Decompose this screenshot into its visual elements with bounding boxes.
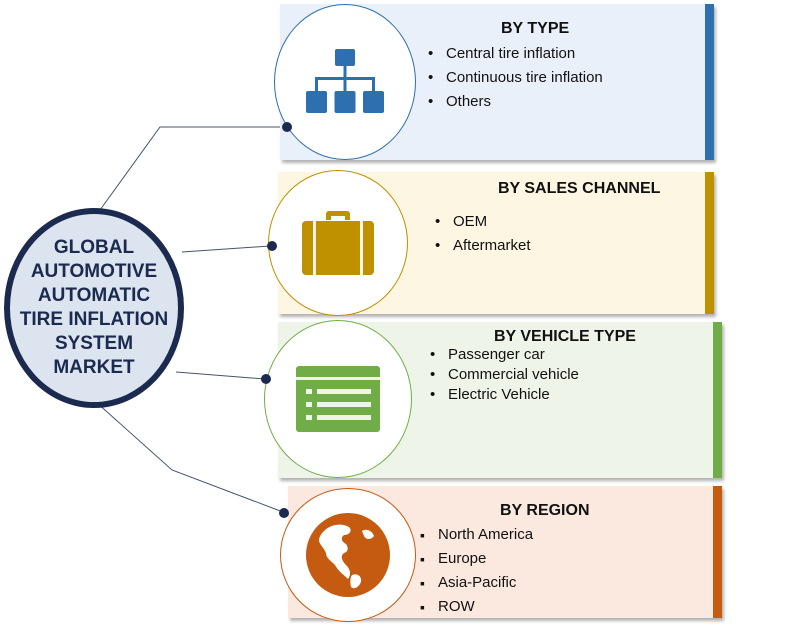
segment-title: BY REGION	[500, 502, 590, 519]
card-accent	[705, 4, 714, 160]
icon-circle-region	[280, 488, 416, 622]
segment-list: OEM Aftermarket	[433, 210, 531, 258]
connector-region	[95, 401, 284, 513]
globe-icon	[306, 513, 390, 597]
connector-type	[99, 126, 287, 211]
segment-list: Central tire inflation Continuous tire i…	[426, 42, 603, 114]
hierarchy-icon	[306, 49, 384, 113]
list-item: Passenger car	[428, 345, 579, 365]
card-accent	[705, 172, 714, 314]
segment-list: North America Europe Asia-Pacific ROW	[418, 523, 533, 619]
list-item: Commercial vehicle	[428, 365, 579, 385]
segment-title: BY SALES CHANNEL	[498, 180, 661, 197]
connector-dot	[261, 374, 271, 384]
card-accent	[713, 322, 722, 478]
segment-title: BY VEHICLE TYPE	[494, 328, 636, 345]
list-item: North America	[418, 523, 533, 547]
connector-dot	[267, 241, 277, 251]
icon-circle-type	[274, 4, 416, 160]
list-item: Asia-Pacific	[418, 571, 533, 595]
list-item: ROW	[418, 595, 533, 619]
connector-dot	[282, 122, 292, 132]
briefcase-icon	[302, 211, 374, 275]
list-window-icon	[296, 366, 380, 432]
list-item: Aftermarket	[433, 234, 531, 258]
list-item: Central tire inflation	[426, 42, 603, 66]
central-hub: GLOBAL AUTOMOTIVE AUTOMATIC TIRE INFLATI…	[4, 208, 184, 408]
list-item: OEM	[433, 210, 531, 234]
card-accent	[713, 486, 722, 618]
list-item: Others	[426, 90, 603, 114]
list-item: Europe	[418, 547, 533, 571]
hub-title: GLOBAL AUTOMOTIVE AUTOMATIC TIRE INFLATI…	[19, 237, 169, 378]
connector-sales	[181, 245, 271, 253]
icon-circle-sales-channel	[268, 170, 408, 316]
list-item: Continuous tire inflation	[426, 66, 603, 90]
segment-list: Passenger car Commercial vehicle Electri…	[428, 345, 579, 405]
segment-title: BY TYPE	[501, 20, 570, 37]
connector-vehicle	[175, 371, 266, 380]
connector-dot	[279, 508, 289, 518]
list-item: Electric Vehicle	[428, 385, 579, 405]
icon-circle-vehicle-type	[264, 320, 412, 478]
